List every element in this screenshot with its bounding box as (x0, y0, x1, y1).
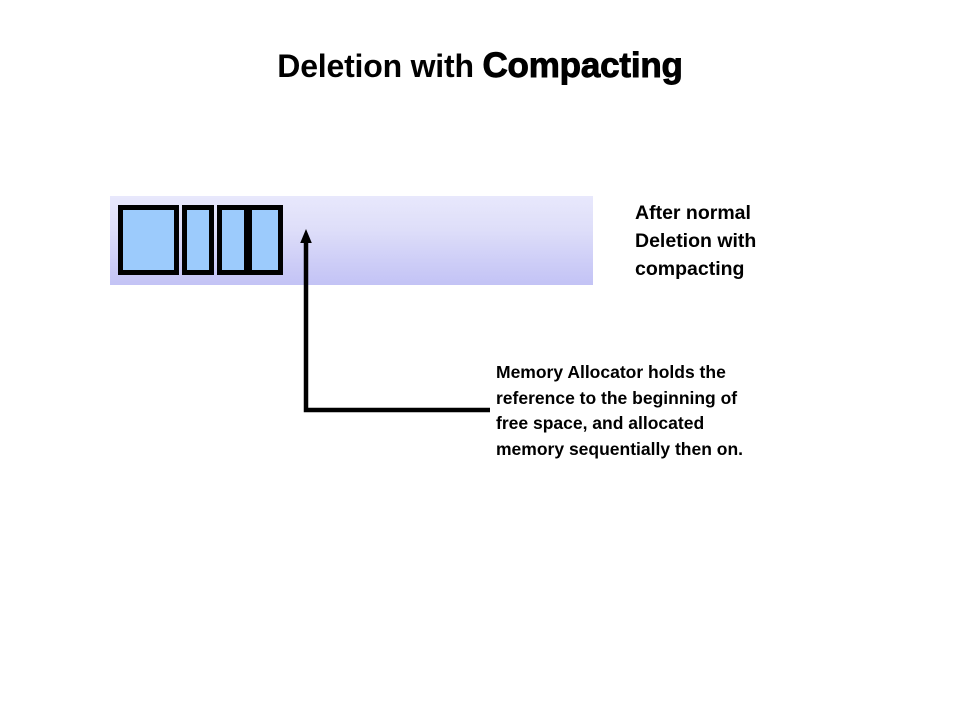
allocator-note-line-2: reference to the beginning of (496, 387, 738, 408)
allocated-block-1 (118, 205, 179, 275)
page-title: Deletion with Compacting (0, 46, 960, 85)
memory-bar-caption-line-3: compacting (635, 258, 745, 280)
allocated-block-2 (182, 205, 214, 275)
memory-region-bar (110, 196, 593, 285)
allocated-block-4 (247, 205, 283, 275)
memory-bar-caption-line-2: Deletion with (635, 230, 757, 252)
memory-bar-caption: After normal Deletion with compacting (635, 199, 835, 283)
allocated-block-3 (217, 205, 249, 275)
page-title-lead: Deletion with (277, 48, 483, 84)
allocator-note-line-3: free space, and allocated (496, 413, 705, 433)
memory-bar-caption-line-1: After normal (635, 202, 751, 224)
allocator-note: Memory Allocator holds the reference to … (496, 360, 826, 462)
allocator-note-line-1: Memory Allocator holds the (496, 362, 726, 382)
allocator-note-line-4: memory sequentially then on. (496, 438, 743, 459)
page-title-emphasis: Compacting (482, 46, 683, 85)
